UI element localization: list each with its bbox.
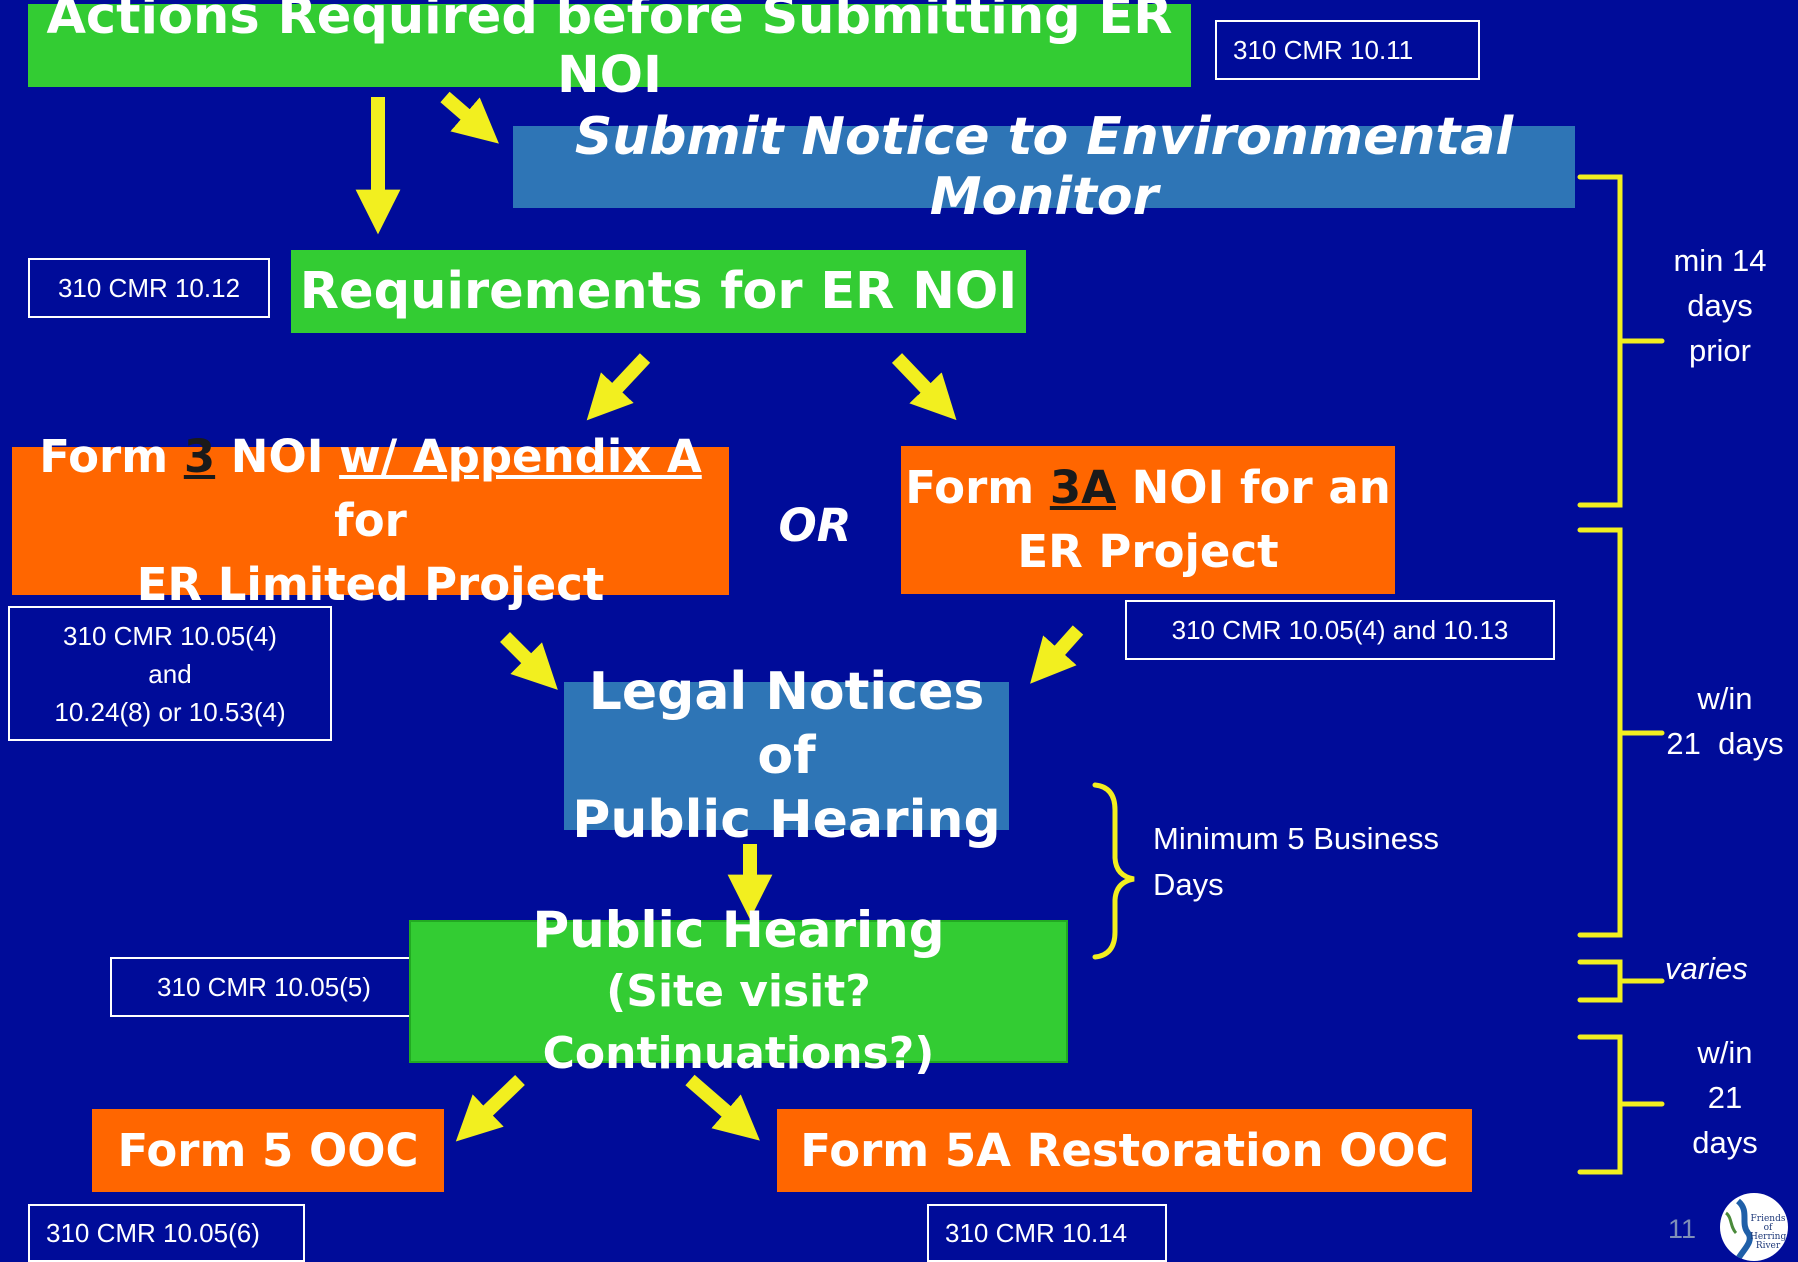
submit-notice-title: Submit Notice to Environmental Monitor [574, 107, 1514, 227]
friends-of-herring-river-logo: Friends of Herring River [1720, 1193, 1788, 1261]
public-hearing-line1: Public Hearing [532, 900, 945, 959]
actions-required-box: Actions Required before Submitting ER NO… [28, 0, 1191, 105]
form3-line1: Form 3 NOI w/ Appendix A for [39, 430, 702, 547]
form3a-box: Form 3A NOI for an ER Project [901, 446, 1395, 594]
bracket-varies [1577, 959, 1665, 1003]
form5a-box: Form 5A Restoration OOC [777, 1109, 1472, 1192]
cite-form3a: 310 CMR 10.05(4) and 10.13 [1125, 600, 1555, 660]
form3-line2: ER Limited Project [136, 558, 605, 611]
requirements-box: Requirements for ER NOI [291, 250, 1026, 333]
public-hearing-line2: (Site visit? Continuations?) [542, 965, 935, 1079]
bracket-min14 [1577, 174, 1665, 508]
cite-form5a: 310 CMR 10.14 [927, 1204, 1167, 1262]
bracket-win21-a [1577, 527, 1665, 938]
legal-notices-line1: Legal Notices of [588, 662, 985, 786]
form5-title: Form 5 OOC [117, 1124, 419, 1177]
actions-required-title: Actions Required before Submitting ER NO… [46, 0, 1173, 105]
river-icon [1724, 1198, 1753, 1261]
bracket-win21-b [1577, 1034, 1665, 1175]
submit-notice-box: Submit Notice to Environmental Monitor [513, 107, 1575, 227]
arrow-requirements-to-form3a [891, 353, 957, 421]
legal-notices-box: Legal Notices of Public Hearing [564, 662, 1009, 850]
brace-min-business-days [1092, 782, 1135, 960]
legal-notices-line2: Public Hearing [572, 790, 1001, 850]
form3a-number: 3A [1049, 461, 1116, 514]
timeline-min14-label: min 14 days prior [1673, 243, 1767, 368]
requirements-title: Requirements for ER NOI [299, 262, 1018, 321]
form3a-line2: ER Project [1017, 525, 1279, 578]
public-hearing-box: Public Hearing (Site visit? Continuation… [409, 901, 1068, 1079]
form3-appendix-link[interactable]: w/ Appendix A [339, 430, 702, 483]
cite-actions: 310 CMR 10.11 [1215, 20, 1480, 80]
page-number: 11 [1668, 1214, 1697, 1244]
form5a-title: Form 5A Restoration OOC [800, 1124, 1449, 1177]
arrow-requirements-to-form3 [586, 353, 651, 421]
or-label: OR [778, 498, 852, 552]
form3a-line1: Form 3A NOI for an [905, 461, 1391, 514]
cite-form3: 310 CMR 10.05(4) and 10.24(8) or 10.53(4… [8, 606, 332, 741]
min-business-days-label: Minimum 5 Business Days [1153, 821, 1439, 902]
cite-requirements: 310 CMR 10.12 [28, 258, 270, 318]
cite-actions-label: 310 CMR 10.11 [1233, 35, 1414, 65]
arrow-hearing-to-form5 [455, 1074, 525, 1142]
cite-requirements-label: 310 CMR 10.12 [57, 273, 241, 303]
arrow-actions-to-submit [440, 91, 499, 144]
timeline-varies-label: varies [1665, 951, 1748, 986]
arrow-form3-to-legal [500, 632, 558, 690]
arrow-hearing-to-form5a [685, 1074, 760, 1141]
form5-box: Form 5 OOC [92, 1109, 444, 1192]
logo-text: Friends of Herring River [1750, 1214, 1787, 1251]
form3-box: Form 3 NOI w/ Appendix A for ER Limited … [12, 430, 729, 611]
form3-number: 3 [183, 430, 216, 483]
timeline-win21a-label: w/in 21 days [1666, 681, 1784, 761]
cite-public-hearing: 310 CMR 10.05(5) [110, 957, 418, 1017]
arrow-form3a-to-legal [1030, 625, 1084, 684]
timeline-win21b-label: w/in 21 days [1692, 1035, 1758, 1160]
cite-form5: 310 CMR 10.05(6) [28, 1204, 305, 1262]
